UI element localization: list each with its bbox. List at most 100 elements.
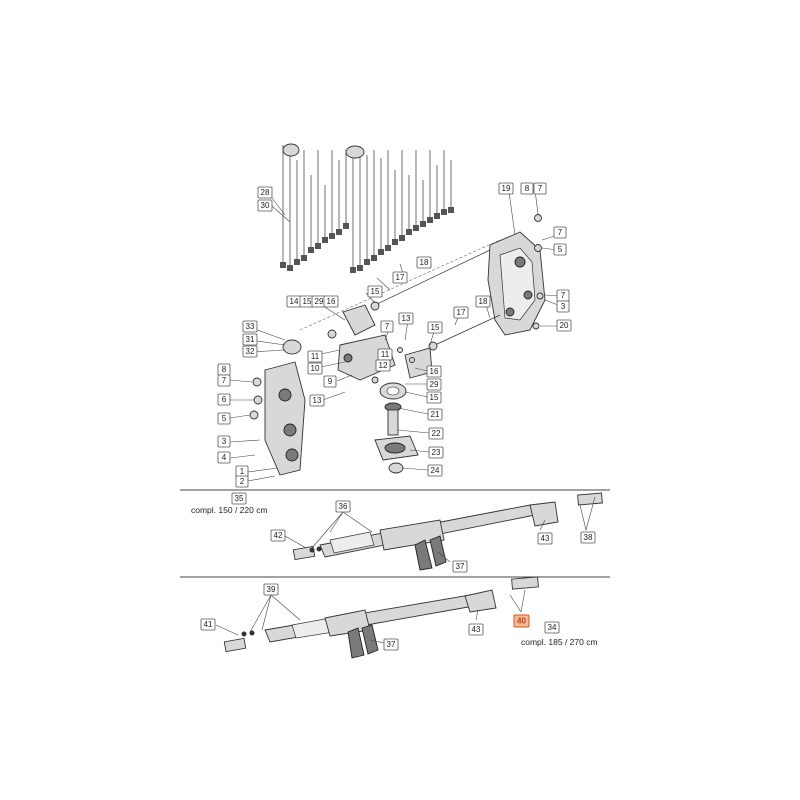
svg-text:5: 5 bbox=[558, 245, 563, 254]
callout-18: 18 bbox=[475, 295, 491, 308]
callout-31: 31 bbox=[242, 333, 258, 346]
svg-text:11: 11 bbox=[311, 352, 320, 361]
svg-text:24: 24 bbox=[431, 466, 440, 475]
callout-23: 23 bbox=[428, 446, 444, 459]
callout-18: 18 bbox=[416, 256, 432, 269]
svg-text:17: 17 bbox=[457, 308, 466, 317]
svg-text:15: 15 bbox=[303, 297, 312, 306]
callout-28: 28 bbox=[257, 186, 273, 199]
callout-39: 39 bbox=[263, 583, 279, 596]
svg-text:1: 1 bbox=[240, 467, 245, 476]
svg-text:20: 20 bbox=[560, 321, 569, 330]
callout-5: 5 bbox=[553, 243, 567, 256]
svg-text:12: 12 bbox=[379, 361, 388, 370]
svg-text:17: 17 bbox=[396, 273, 405, 282]
svg-text:11: 11 bbox=[381, 350, 390, 359]
lower-rotor-assembly bbox=[223, 576, 539, 659]
svg-text:43: 43 bbox=[541, 534, 550, 543]
callout-11: 11 bbox=[307, 350, 323, 363]
callout-9: 9 bbox=[323, 375, 337, 388]
svg-text:14: 14 bbox=[290, 297, 299, 306]
svg-text:33: 33 bbox=[246, 322, 255, 331]
callout-17: 17 bbox=[392, 271, 408, 284]
svg-text:42: 42 bbox=[274, 531, 283, 540]
svg-text:6: 6 bbox=[222, 395, 227, 404]
callout-7: 7 bbox=[380, 320, 394, 333]
svg-text:4: 4 bbox=[222, 453, 227, 462]
svg-text:3: 3 bbox=[561, 302, 566, 311]
callout-16: 16 bbox=[426, 365, 442, 378]
svg-text:21: 21 bbox=[431, 410, 440, 419]
callout-15: 15 bbox=[427, 321, 443, 334]
callout-19: 19 bbox=[498, 182, 514, 195]
caption-lower-assembly: compl. 185 / 270 cm bbox=[521, 637, 598, 647]
svg-text:43: 43 bbox=[472, 625, 481, 634]
svg-text:7: 7 bbox=[558, 228, 563, 237]
svg-text:36: 36 bbox=[339, 502, 348, 511]
upper-rotor-assembly bbox=[292, 492, 603, 571]
shafts bbox=[299, 239, 501, 351]
callout-3: 3 bbox=[556, 300, 570, 313]
svg-text:7: 7 bbox=[385, 322, 390, 331]
callout-14: 14 bbox=[286, 295, 302, 308]
svg-text:38: 38 bbox=[584, 533, 593, 542]
svg-text:5: 5 bbox=[222, 414, 227, 423]
callout-11: 11 bbox=[377, 348, 393, 361]
callout-7: 7 bbox=[533, 182, 547, 195]
callout-29: 29 bbox=[426, 378, 442, 391]
callout-37: 37 bbox=[383, 638, 399, 651]
svg-text:3: 3 bbox=[222, 437, 227, 446]
callout-10: 10 bbox=[307, 362, 323, 375]
svg-text:40: 40 bbox=[517, 617, 526, 626]
callout-5: 5 bbox=[217, 412, 231, 425]
callout-38: 38 bbox=[580, 531, 596, 544]
callout-13: 13 bbox=[398, 312, 414, 325]
svg-text:10: 10 bbox=[311, 364, 320, 373]
svg-text:13: 13 bbox=[313, 396, 322, 405]
svg-text:7: 7 bbox=[222, 376, 227, 385]
callout-41: 41 bbox=[200, 618, 216, 631]
svg-text:16: 16 bbox=[327, 297, 336, 306]
svg-text:22: 22 bbox=[432, 429, 441, 438]
svg-text:7: 7 bbox=[561, 291, 566, 300]
callout-43: 43 bbox=[537, 532, 553, 545]
callout-20: 20 bbox=[556, 319, 572, 332]
callout-42: 42 bbox=[270, 529, 286, 542]
svg-text:41: 41 bbox=[204, 620, 213, 629]
callout-12: 12 bbox=[375, 359, 391, 372]
svg-text:15: 15 bbox=[430, 393, 439, 402]
svg-text:32: 32 bbox=[246, 347, 255, 356]
svg-text:13: 13 bbox=[402, 314, 411, 323]
svg-text:16: 16 bbox=[430, 367, 439, 376]
callout-4: 4 bbox=[217, 451, 231, 464]
svg-text:29: 29 bbox=[430, 380, 439, 389]
svg-text:28: 28 bbox=[261, 188, 270, 197]
right-bracket bbox=[487, 214, 546, 336]
svg-text:15: 15 bbox=[431, 323, 440, 332]
svg-text:30: 30 bbox=[261, 201, 270, 210]
callout-32: 32 bbox=[242, 345, 258, 358]
callout-7: 7 bbox=[217, 374, 231, 387]
svg-text:37: 37 bbox=[387, 640, 396, 649]
callout-8: 8 bbox=[520, 182, 534, 195]
svg-text:18: 18 bbox=[479, 297, 488, 306]
svg-text:15: 15 bbox=[371, 287, 380, 296]
callout-17: 17 bbox=[453, 306, 469, 319]
callouts: 28 30 19 8 7 7 5 18 17 15 7 3 20 18 17 1… bbox=[200, 182, 596, 651]
callout-34: 34 bbox=[544, 621, 560, 634]
tine-rods bbox=[280, 143, 454, 273]
svg-text:34: 34 bbox=[548, 623, 557, 632]
callout-15: 15 bbox=[367, 285, 383, 298]
callout-35: 35 bbox=[231, 492, 247, 505]
callout-7: 7 bbox=[556, 289, 570, 302]
callout-16: 16 bbox=[323, 295, 339, 308]
svg-text:39: 39 bbox=[267, 585, 276, 594]
svg-text:8: 8 bbox=[222, 365, 227, 374]
svg-text:31: 31 bbox=[246, 335, 255, 344]
svg-text:19: 19 bbox=[502, 184, 511, 193]
callout-43: 43 bbox=[468, 623, 484, 636]
svg-text:7: 7 bbox=[538, 184, 543, 193]
svg-text:2: 2 bbox=[240, 477, 245, 486]
callout-37: 37 bbox=[452, 560, 468, 573]
svg-text:29: 29 bbox=[315, 297, 324, 306]
